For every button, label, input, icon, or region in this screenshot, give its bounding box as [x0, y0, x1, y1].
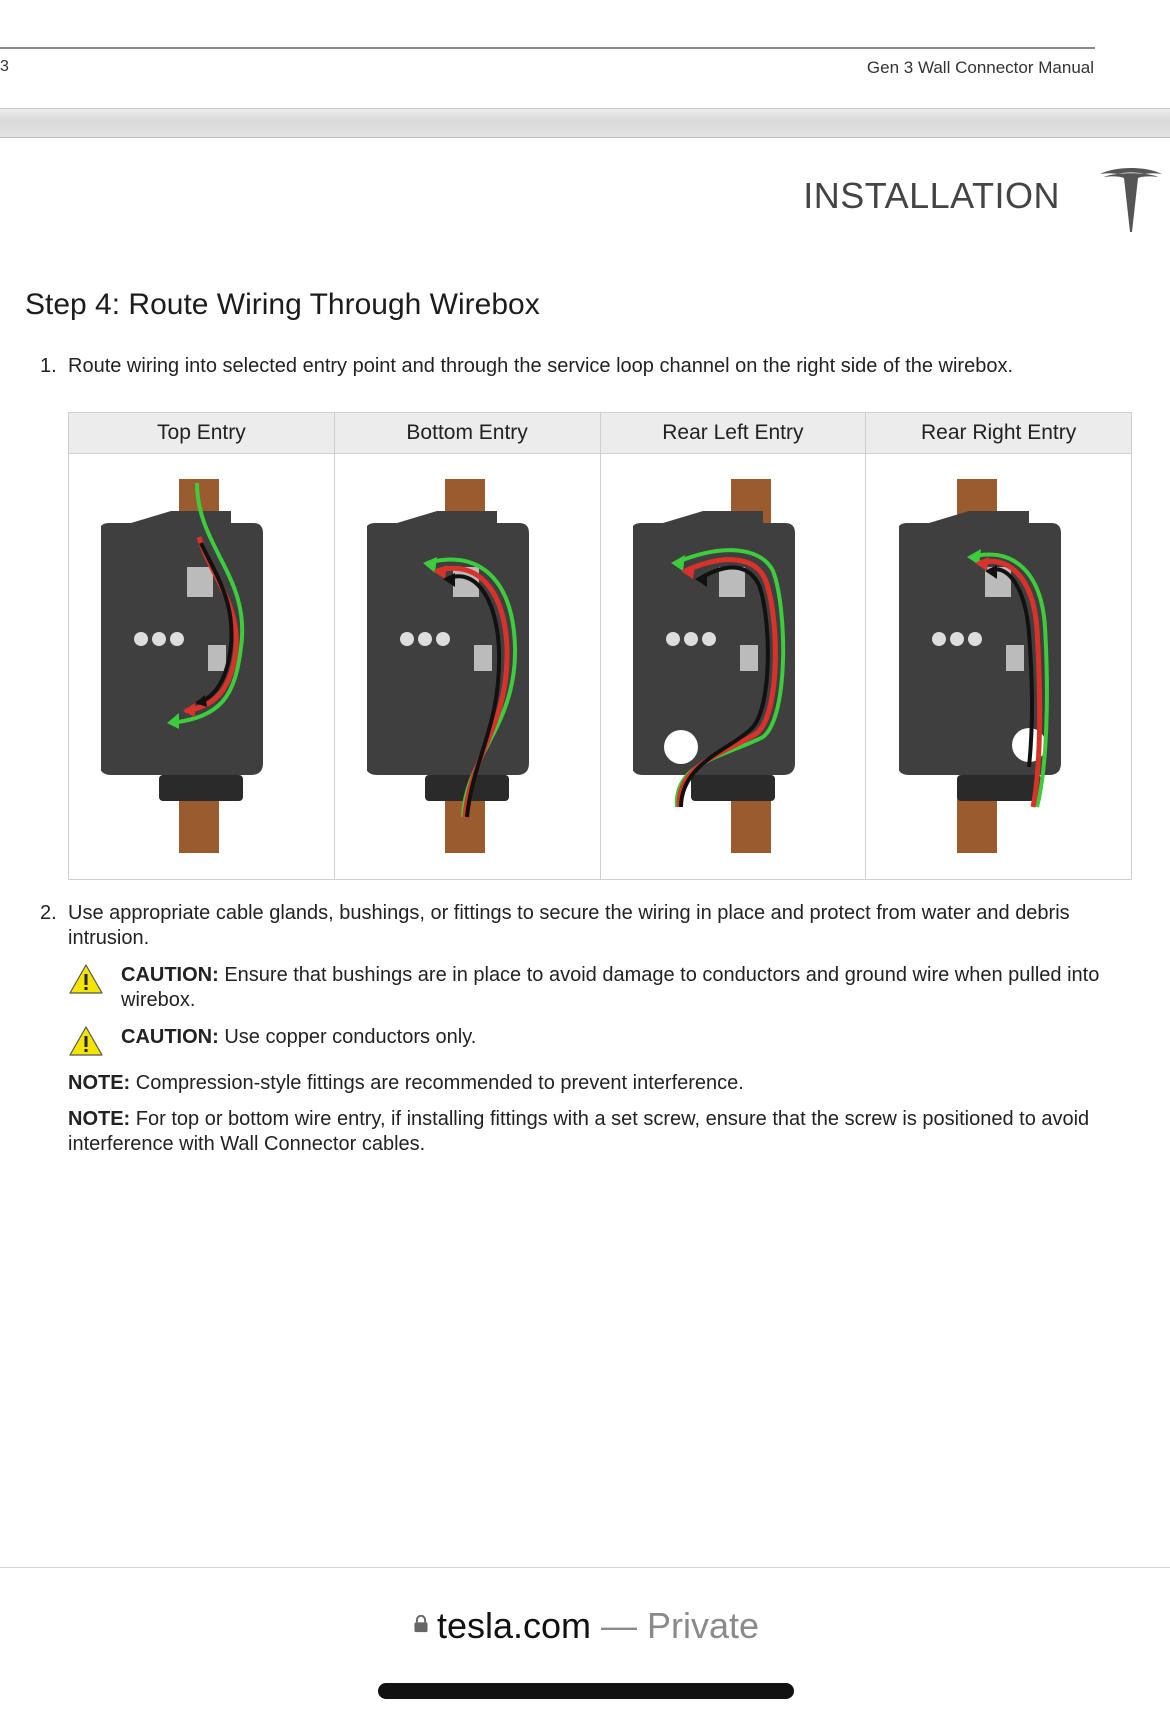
lock-icon [414, 1615, 428, 1633]
wirebox-bottom-image [367, 478, 530, 853]
note-compression: NOTE: Compression-style fittings are rec… [68, 1071, 1128, 1096]
wirebox-illustration-rear-right [866, 454, 1131, 879]
wirebox-top-image [101, 478, 264, 853]
caution-body: Ensure that bushings are in place to avo… [121, 964, 1100, 1011]
step-number: 2. [40, 902, 57, 924]
entry-column-top: Top Entry [69, 413, 335, 879]
wirebox-illustration-top [69, 454, 334, 879]
step-title: Step 4: Route Wiring Through Wirebox [25, 288, 540, 321]
note-body: Compression-style fittings are recommend… [135, 1072, 744, 1094]
entry-column-rear-right: Rear Right Entry [866, 413, 1131, 879]
section-heading: INSTALLATION [803, 175, 1060, 216]
caution-body: Use copper conductors only. [224, 1026, 477, 1048]
caution-label: CAUTION: [121, 964, 219, 986]
entry-column-rear-left: Rear Left Entry [600, 413, 867, 879]
page-separator [0, 108, 1170, 138]
step-text: Use appropriate cable glands, bushings, … [68, 902, 1070, 949]
note-body: For top or bottom wire entry, if install… [68, 1108, 1090, 1155]
footer-rule [0, 47, 1095, 49]
caution-label: CAUTION: [121, 1026, 219, 1048]
previous-page-footer: 3 Gen 3 Wall Connector Manual [0, 0, 1170, 108]
wirebox-rear-left-image [632, 478, 795, 853]
entry-header: Rear Right Entry [866, 413, 1131, 454]
note-label: NOTE: [68, 1108, 131, 1130]
home-indicator[interactable] [378, 1683, 794, 1699]
wirebox-illustration-rear-left [601, 454, 866, 879]
tesla-logo-icon [1100, 168, 1162, 232]
caution-text: CAUTION: Ensure that bushings are in pla… [121, 963, 1121, 1013]
entry-column-bottom: Bottom Entry [334, 413, 601, 879]
address-bar[interactable]: tesla.com — Private [0, 1605, 1170, 1647]
url-domain: tesla.com [436, 1605, 591, 1646]
wirebox-illustration-bottom [335, 454, 600, 879]
warning-icon [69, 964, 103, 994]
previous-page-doc-title: Gen 3 Wall Connector Manual [866, 58, 1094, 77]
entry-options-table: Top Entry Bottom Entry [68, 412, 1132, 880]
wirebox-rear-right-image [898, 478, 1061, 853]
warning-icon [69, 1026, 103, 1056]
caution-text: CAUTION: Use copper conductors only. [121, 1025, 1121, 1050]
step-number: 1. [40, 355, 57, 377]
private-label: — Private [601, 1605, 760, 1646]
step-text: Route wiring into selected entry point a… [68, 355, 1014, 377]
previous-page-number: 3 [0, 58, 9, 75]
note-set-screw: NOTE: For top or bottom wire entry, if i… [68, 1107, 1128, 1157]
entry-header: Top Entry [69, 413, 334, 454]
entry-header: Bottom Entry [334, 413, 600, 454]
entry-header: Rear Left Entry [600, 413, 866, 454]
note-label: NOTE: [68, 1072, 131, 1094]
